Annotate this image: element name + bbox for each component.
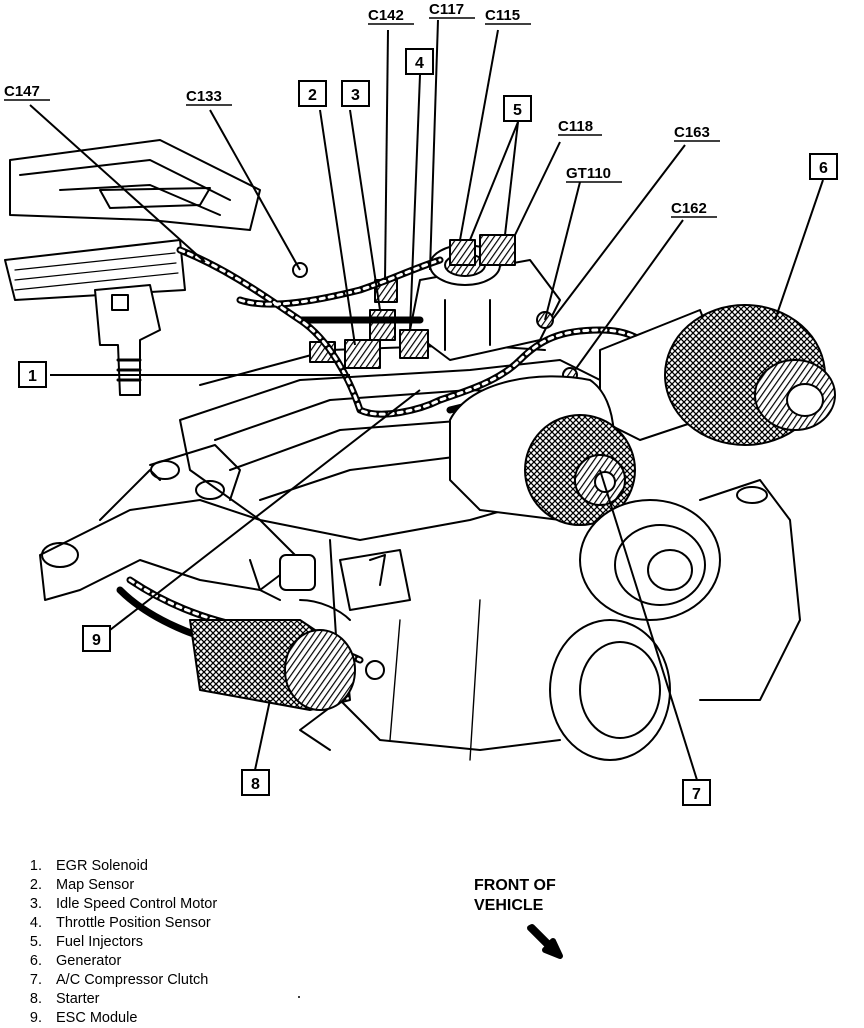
legend-item-number: 2. xyxy=(29,877,42,893)
label-gt110: GT110 xyxy=(566,165,611,182)
crank-pulleys xyxy=(549,479,801,761)
callout-9: 9 xyxy=(82,625,111,652)
engine-illustration xyxy=(4,139,836,761)
legend-item: 6. Generator xyxy=(16,952,217,971)
legend-item: 3. Idle Speed Control Motor xyxy=(16,895,217,914)
legend-item: 9. ESC Module xyxy=(16,1009,217,1028)
legend-item-label: Idle Speed Control Motor xyxy=(56,896,218,912)
legend-item-number: 7. xyxy=(29,972,42,988)
label-c133: C133 xyxy=(186,88,222,105)
component-legend: 1. EGR Solenoid 2. Map Sensor 3. Idle Speed C… xyxy=(16,857,217,1028)
callout-5: 5 xyxy=(503,95,532,122)
label-c147: C147 xyxy=(4,83,40,100)
legend-item-label: ESC Module xyxy=(56,1010,138,1026)
firewall-panel xyxy=(4,139,261,301)
valve-cover-details xyxy=(249,549,411,611)
legend-item-number: 8. xyxy=(29,991,42,1007)
legend-item: 7. A/C Compressor Clutch xyxy=(16,971,217,990)
throttle-body xyxy=(409,234,561,361)
legend-item: 2. Map Sensor xyxy=(16,876,217,895)
legend-item-label: Throttle Position Sensor xyxy=(56,915,211,931)
ac-compressor xyxy=(449,375,636,526)
legend-item-label: Starter xyxy=(56,991,100,1007)
label-c162: C162 xyxy=(671,200,707,217)
connector-labels: C147 C133 C142 C117 C115 C118 GT110 C163… xyxy=(4,1,720,218)
legend-item: 4. Throttle Position Sensor xyxy=(16,914,217,933)
legend-item: 1. EGR Solenoid xyxy=(16,857,217,876)
callout-2: 2 xyxy=(298,80,327,107)
legend-item-number: 5. xyxy=(29,934,42,950)
legend-item-label: EGR Solenoid xyxy=(56,858,148,874)
ecm-bracket xyxy=(94,284,161,396)
label-c117: C117 xyxy=(429,1,464,18)
legend-item-number: 4. xyxy=(29,915,42,931)
front-label-line2: VEHICLE xyxy=(474,897,544,914)
callout-4-number: 4 xyxy=(415,55,424,72)
label-c163: C163 xyxy=(674,124,710,141)
legend-item-label: Fuel Injectors xyxy=(56,934,144,950)
callout-3: 3 xyxy=(341,80,370,107)
front-label-line1: FRONT OF xyxy=(474,877,556,894)
callout-6-number: 6 xyxy=(819,160,828,177)
legend-item-number: 6. xyxy=(29,953,42,969)
legend-item: 5. Fuel Injectors xyxy=(16,933,217,952)
legend-item-number: 9. xyxy=(29,1010,42,1026)
callout-8: 8 xyxy=(241,769,270,796)
label-c118: C118 xyxy=(558,118,593,135)
callout-2-number: 2 xyxy=(308,87,317,104)
label-c115: C115 xyxy=(485,7,520,24)
legend-item-number: 3. xyxy=(29,896,42,912)
front-direction-arrow xyxy=(527,924,563,959)
callout-4: 4 xyxy=(405,48,434,75)
callout-5-number: 5 xyxy=(513,102,522,119)
legend-item-label: A/C Compressor Clutch xyxy=(56,972,209,988)
callout-boxes: 1 2 3 4 5 6 7 8 xyxy=(18,48,838,806)
legend-item-label: Map Sensor xyxy=(56,877,135,893)
callout-3-number: 3 xyxy=(351,87,360,104)
legend-item: 8. Starter xyxy=(16,990,217,1009)
legend-item-number: 1. xyxy=(29,858,42,874)
front-of-vehicle-label: FRONT OF VEHICLE xyxy=(474,876,556,916)
leader-lines xyxy=(29,19,824,781)
stray-dot xyxy=(298,996,300,998)
callout-1-number: 1 xyxy=(28,368,37,385)
label-c142: C142 xyxy=(368,7,404,24)
generator xyxy=(599,304,836,446)
callout-7-number: 7 xyxy=(692,786,701,803)
legend-item-label: Generator xyxy=(56,953,122,969)
starter-motor xyxy=(189,599,385,711)
callout-7: 7 xyxy=(682,779,711,806)
callout-1: 1 xyxy=(18,361,47,388)
callout-9-number: 9 xyxy=(92,632,101,649)
callout-6: 6 xyxy=(809,153,838,180)
callout-8-number: 8 xyxy=(251,776,260,793)
